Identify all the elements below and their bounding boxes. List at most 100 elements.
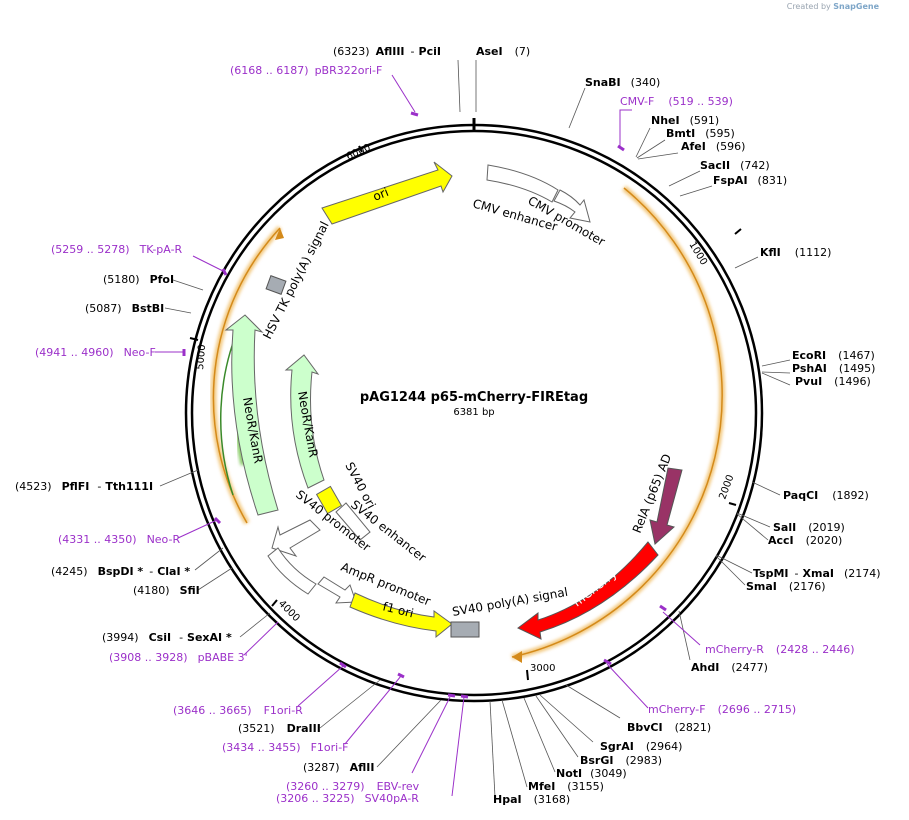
site-snabi-label: SnaBI(340) <box>585 76 660 89</box>
site-aflii-label: (3287)AflII <box>303 761 374 774</box>
conn-sali <box>736 512 771 528</box>
credit-text: Created by <box>786 2 831 11</box>
primer-ebvrev-label: (3260 .. 3279)EBV-rev <box>286 780 420 793</box>
site-sgrai-label: SgrAI(2964) <box>600 740 682 753</box>
conn-pvui <box>761 372 791 386</box>
feature-sv40-promoter <box>267 547 317 595</box>
primer-neof-label: (4941 .. 4960)Neo-F <box>35 346 156 359</box>
site-noti-label: NotI(3049) <box>556 767 627 780</box>
conn-noti <box>523 697 556 773</box>
tick-5000 <box>189 337 199 341</box>
conn-bsrgi <box>535 695 579 758</box>
credit: Created by SnapGene <box>787 2 879 11</box>
feature-label-sv40-polya: SV40 poly(A) signal <box>451 585 569 619</box>
conn-fspai <box>679 185 713 197</box>
pmark-f1orif <box>397 672 405 679</box>
site-sfii-label: (4180)SfiI <box>133 584 200 597</box>
conn-afliii <box>457 59 461 113</box>
conn-bstbi <box>164 307 192 314</box>
site-ahdi-label: AhdI(2477) <box>691 661 768 674</box>
site-pvui-label: PvuI(1496) <box>795 375 871 388</box>
tick-4000 <box>271 599 278 607</box>
conn-sfii <box>197 567 233 591</box>
orf-arc-left-head <box>275 228 284 240</box>
primer-mcherryf-label: mCherry-F(2696 .. 2715) <box>648 703 796 716</box>
plasmid-length: 6381 bp <box>453 407 494 418</box>
feature-sv40-ori <box>315 485 343 515</box>
site-sali-label: SalI(2019) <box>773 521 845 534</box>
site-ecori-label: EcoRI(1467) <box>792 349 875 362</box>
site-kfli-label: KflI(1112) <box>760 246 831 259</box>
snapgene-brand: SnapGene <box>833 2 879 11</box>
primer-pbabe-label: (3908 .. 3928)pBABE 3' <box>109 651 248 664</box>
feature-ori <box>321 161 453 225</box>
pconn-cmvf <box>619 109 632 148</box>
pmark-ebvrev <box>447 693 456 698</box>
primer-connectors <box>155 74 701 797</box>
pconn-ebvrev <box>411 696 451 774</box>
tick-2000 <box>728 502 737 506</box>
primer-tkpar-label: (5259 .. 5278)TK-pA-R <box>51 243 183 256</box>
feature-rela-ad <box>649 467 683 545</box>
site-pshai-label: PshAI(1495) <box>792 362 875 375</box>
primer-neor-label: (4331 .. 4350)Neo-R <box>58 533 180 546</box>
pconn-mcherryr <box>662 611 701 646</box>
feature-cmv-promoter <box>553 189 591 223</box>
pconn-f1orir <box>297 665 344 707</box>
feature-sv40-polya <box>450 621 480 638</box>
conn-mfei <box>501 699 528 788</box>
site-afei-label: AfeI(596) <box>681 140 745 153</box>
conn-kfli <box>734 256 759 269</box>
conn-ecori <box>761 359 791 367</box>
conn-afei <box>637 152 679 160</box>
tick-label-6000: 6000 <box>345 142 373 162</box>
feature-sv40-promoter-arrow <box>271 519 321 557</box>
primer-pbr322-label: (6168 .. 6187)pBR322ori-F <box>230 64 382 77</box>
site-mfei-label: MfeI(3155) <box>528 780 604 793</box>
conn-bspdi <box>194 547 224 571</box>
pmark-tkpar <box>221 268 228 276</box>
site-draiii-label: (3521)DraIII <box>238 722 321 735</box>
site-asei-label: AseI(7) <box>476 45 530 58</box>
orf-arc-left <box>212 227 281 524</box>
conn-pshai <box>761 371 791 374</box>
primer-f1orir-label: (3646 .. 3665)F1ori-R <box>173 704 303 717</box>
conn-nhei <box>635 127 651 158</box>
primer-f1orif-label: (3434 .. 3455)F1ori-F <box>222 741 349 754</box>
site-csii-label: (3994)CsiI-SexAI * <box>102 631 232 644</box>
conn-aflii <box>376 699 442 768</box>
site-labels: (6323)AflIII-PciI AseI(7) (6168 .. 6187)… <box>15 45 881 806</box>
orf-arc-main-head <box>512 651 522 663</box>
feature-label-ori: ori <box>371 185 391 204</box>
feature-f1-ori <box>349 592 453 639</box>
pmark-mcherryr <box>659 604 667 612</box>
conn-acci <box>736 513 769 541</box>
feature-hsv-tk-polya <box>265 275 287 295</box>
site-acci-label: AccI(2020) <box>768 534 842 547</box>
conn-paqci <box>751 481 781 496</box>
site-fspai-label: FspAI(831) <box>713 174 787 187</box>
conn-hpai <box>489 700 496 798</box>
feature-mcherry <box>517 541 659 640</box>
site-pflfi-label: (4523)PflFI-Tth111I <box>15 480 153 493</box>
primer-sv40par-label: (3206 .. 3225)SV40pA-R <box>276 792 419 805</box>
conn-draiii <box>319 679 381 729</box>
primer-mcherryr-label: mCherry-R(2428 .. 2446) <box>705 643 854 656</box>
conn-bbvci <box>565 684 621 719</box>
conn-sgrai <box>539 694 594 743</box>
site-tspmi-label: TspMI-XmaI(2174) <box>753 567 881 580</box>
site-bstbi-label: (5087)BstBI <box>85 302 164 315</box>
site-connectors <box>159 59 791 798</box>
tick-label-5000: 5000 <box>195 344 208 370</box>
feature-sv40-enhancer <box>335 502 371 541</box>
tick-3000 <box>526 669 529 681</box>
tick-label-2000: 2000 <box>717 473 736 501</box>
site-pfoi-label: (5180)PfoI <box>103 273 174 286</box>
conn-pfoi <box>172 279 204 291</box>
pconn-f1orif <box>344 675 402 745</box>
tick-1000 <box>734 228 742 235</box>
conn-csii <box>239 612 271 638</box>
feature-neor-outer <box>224 314 279 516</box>
primer-cmvf-label: CMV-F(519 .. 539) <box>620 95 733 108</box>
